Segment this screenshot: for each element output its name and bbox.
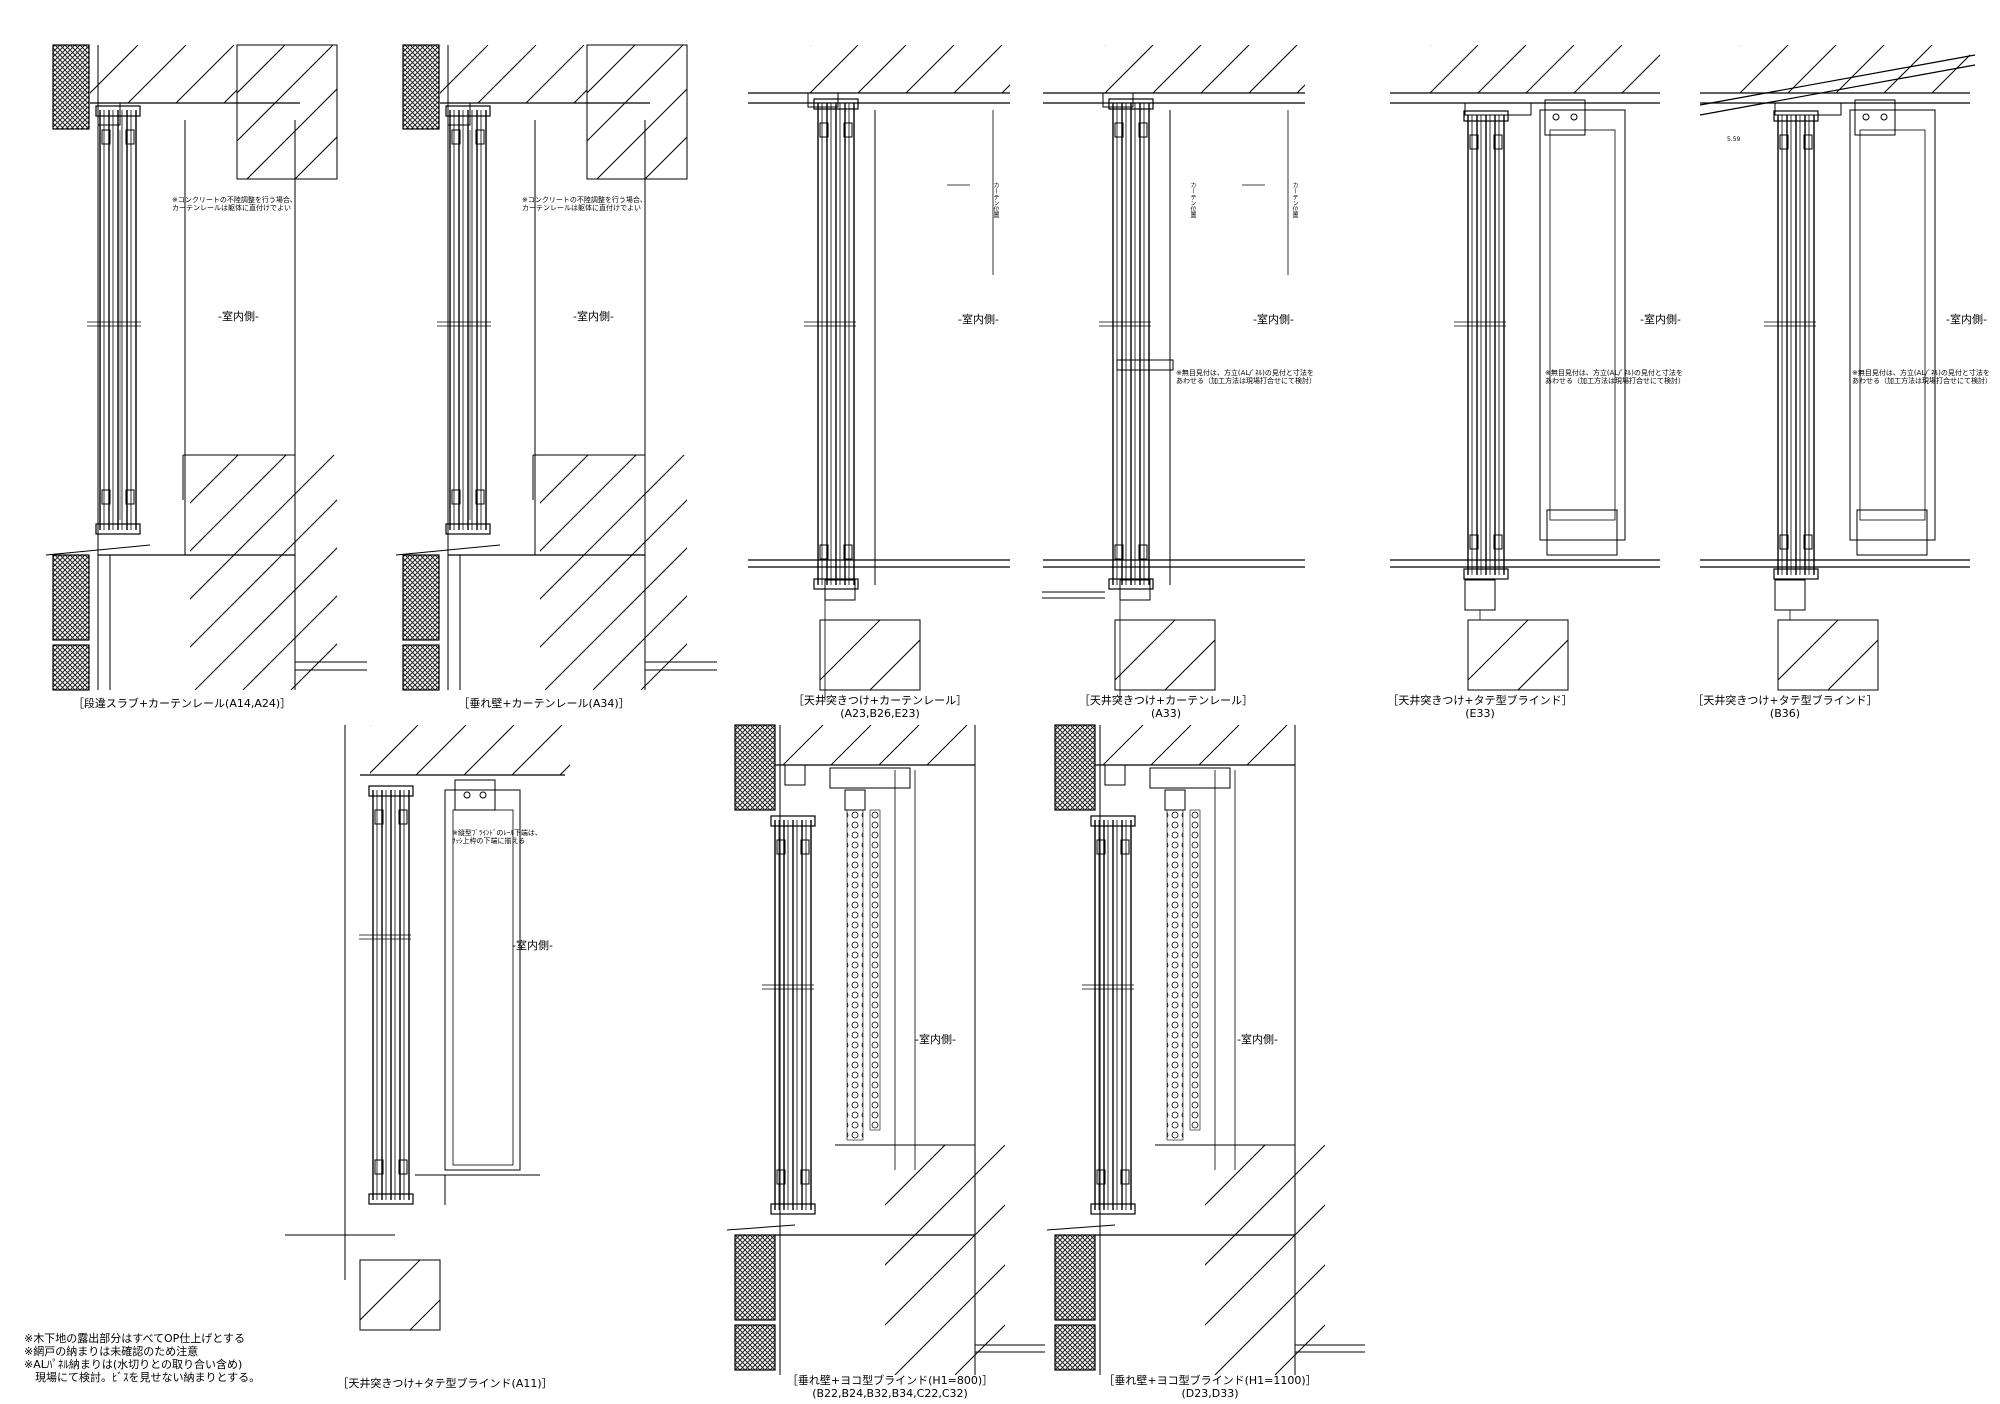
room-side-label-4: -室内側- xyxy=(1253,313,1294,326)
detail-title-3: ［天井突きつけ+カーテンレール］(A23,B26,E23) xyxy=(760,694,1000,720)
detail-subtitle-8: (B22,B24,B32,B34,C22,C32) xyxy=(812,1387,968,1400)
annotation-7: ※縦型ﾌﾞﾗｲﾝﾄﾞのﾚｰﾙ下端は、ｻｯｼ上枠の下端に揃える xyxy=(452,829,542,845)
detail-subtitle-6: (B36) xyxy=(1769,707,1801,720)
detail-drawing-1 xyxy=(45,44,367,691)
room-side-label-6: -室内側- xyxy=(1946,313,1987,326)
detail-drawing-2 xyxy=(395,44,717,691)
room-side-label-5: -室内側- xyxy=(1640,313,1681,326)
detail-title-9: ［垂れ壁+ヨコ型ブラインド(H1=1100)］(D23,D33) xyxy=(1075,1374,1345,1400)
detail-drawing-6 xyxy=(1700,45,1970,691)
general-notes: ※木下地の露出部分はすべてOP仕上げとする ※網戸の納まりは未確認のため注意 ※… xyxy=(24,1332,260,1384)
detail-title-5: ［天井突きつけ+タテ型ブラインド］(E33) xyxy=(1360,694,1600,720)
annotation-5: ※無目見付は、方立(AL/ﾞﾈﾙ)の見付と寸法をあわせる（加工方法は現場打合せに… xyxy=(1545,369,1685,385)
detail-subtitle-9: (D23,D33) xyxy=(1181,1387,1239,1400)
detail-drawing-4 xyxy=(1042,45,1305,700)
annotation-1: ※コンクリートの不陸調整を行う場合、カーテンレールは躯体に直付けでよい xyxy=(172,196,297,212)
detail-title-6: ［天井突きつけ+タテ型ブラインド］(B36) xyxy=(1665,694,1905,720)
sloped-ceiling-6 xyxy=(1699,54,1976,116)
detail-drawing-9 xyxy=(1046,724,1365,1375)
room-side-label-8: -室内側- xyxy=(915,1033,956,1046)
detail-drawing-8 xyxy=(726,724,1045,1375)
detail-drawing-7 xyxy=(285,725,570,1331)
room-side-label-1: -室内側- xyxy=(218,310,259,323)
detail-subtitle-3: (A23,B26,E23) xyxy=(840,707,920,720)
detail-drawing-5 xyxy=(1390,45,1660,691)
room-side-label-2: -室内側- xyxy=(573,310,614,323)
annotation-6: ※無目見付は、方立(AL/ﾞﾈﾙ)の見付と寸法をあわせる（加工方法は現場打合せに… xyxy=(1852,369,1992,385)
detail-subtitle-4: (A33) xyxy=(1150,707,1182,720)
annotation-2: ※コンクリートの不陸調整を行う場合、カーテンレールは躯体に直付けでよい xyxy=(522,196,647,212)
detail-drawing-3 xyxy=(748,45,1010,700)
note-line-1: ※木下地の露出部分はすべてOP仕上げとする xyxy=(24,1332,245,1345)
detail-title-1: ［段違スラブ+カーテンレール(A14,A24)］ xyxy=(72,697,292,710)
curtain-position-label-4b: カーテン位置 xyxy=(1291,182,1298,218)
dimension-label-6: 5.59 xyxy=(1727,136,1741,143)
detail-title-7: ［天井突きつけ+タテ型ブラインド(A11)］ xyxy=(337,1377,553,1390)
annotation-4: ※無目見付は、方立(AL/ﾞﾈﾙ)の見付と寸法をあわせる（加工方法は現場打合せに… xyxy=(1176,369,1316,385)
note-line-2: ※網戸の納まりは未確認のため注意 xyxy=(24,1345,199,1358)
room-side-label-9: -室内側- xyxy=(1237,1033,1278,1046)
note-line-4: 現場にて検討。ﾋﾞｽを見せない納まりとする。 xyxy=(24,1371,261,1384)
curtain-position-label-4a: カーテン位置 xyxy=(1189,182,1196,218)
room-side-label-7: -室内側- xyxy=(512,939,553,952)
note-line-3: ※ALﾊﾟﾈﾙ納まりは(水切りとの取り合い含め) xyxy=(24,1358,243,1371)
detail-title-2: ［垂れ壁+カーテンレール(A34)］ xyxy=(458,697,630,710)
room-side-label-3: -室内側- xyxy=(958,313,999,326)
detail-subtitle-5: (E33) xyxy=(1465,707,1495,720)
curtain-position-label-3: カーテン位置 xyxy=(992,182,999,218)
detail-title-4: ［天井突きつけ+カーテンレール］(A33) xyxy=(1046,694,1286,720)
detail-title-8: ［垂れ壁+ヨコ型ブラインド(H1=800)］(B22,B24,B32,B34,C… xyxy=(755,1374,1025,1400)
